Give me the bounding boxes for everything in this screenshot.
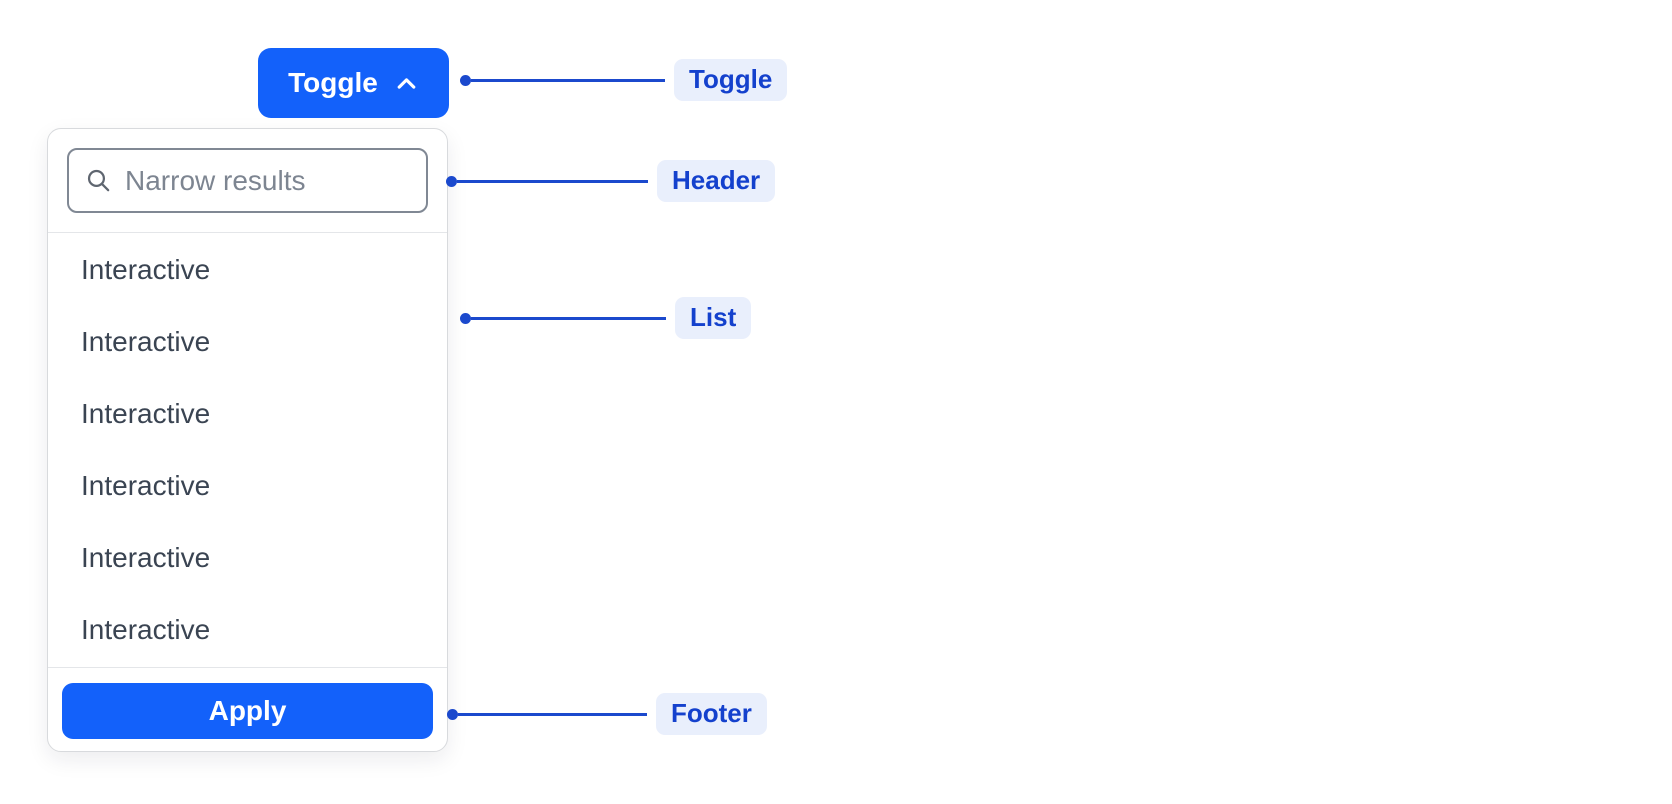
annotation-footer: Footer (447, 693, 767, 735)
dropdown-footer: Apply (48, 667, 447, 751)
list-item[interactable]: Interactive (81, 614, 211, 645)
annotation-line (471, 78, 665, 82)
search-box[interactable] (67, 148, 428, 213)
list-item[interactable]: Interactive (81, 254, 211, 285)
annotation-label-footer: Footer (656, 693, 767, 735)
list-item[interactable]: Interactive (81, 542, 211, 573)
annotation-line (458, 712, 647, 716)
dropdown-panel: Interactive Interactive Interactive Inte… (47, 128, 448, 752)
annotation-dot (460, 312, 471, 324)
annotation-list: List (460, 297, 752, 339)
list-item[interactable]: Interactive (81, 326, 211, 357)
search-input[interactable] (125, 164, 410, 197)
annotation-dot (446, 175, 457, 187)
apply-button[interactable]: Apply (62, 683, 433, 739)
search-icon (85, 167, 112, 194)
chevron-up-icon (394, 71, 419, 96)
toggle-button-label: Toggle (288, 67, 378, 98)
annotation-label-toggle: Toggle (674, 59, 788, 101)
list-item[interactable]: Interactive (81, 470, 211, 501)
dropdown-header (48, 129, 447, 233)
option-list: Interactive Interactive Interactive Inte… (48, 233, 447, 667)
toggle-button[interactable]: Toggle (258, 48, 449, 118)
annotation-toggle: Toggle (460, 59, 788, 101)
annotation-header: Header (446, 160, 776, 202)
annotation-line (471, 316, 666, 320)
annotation-line (457, 179, 648, 183)
list-item[interactable]: Interactive (81, 398, 211, 429)
annotation-label-list: List (675, 297, 752, 339)
annotation-dot (447, 708, 458, 720)
annotation-label-header: Header (657, 160, 776, 202)
annotation-dot (460, 74, 471, 86)
